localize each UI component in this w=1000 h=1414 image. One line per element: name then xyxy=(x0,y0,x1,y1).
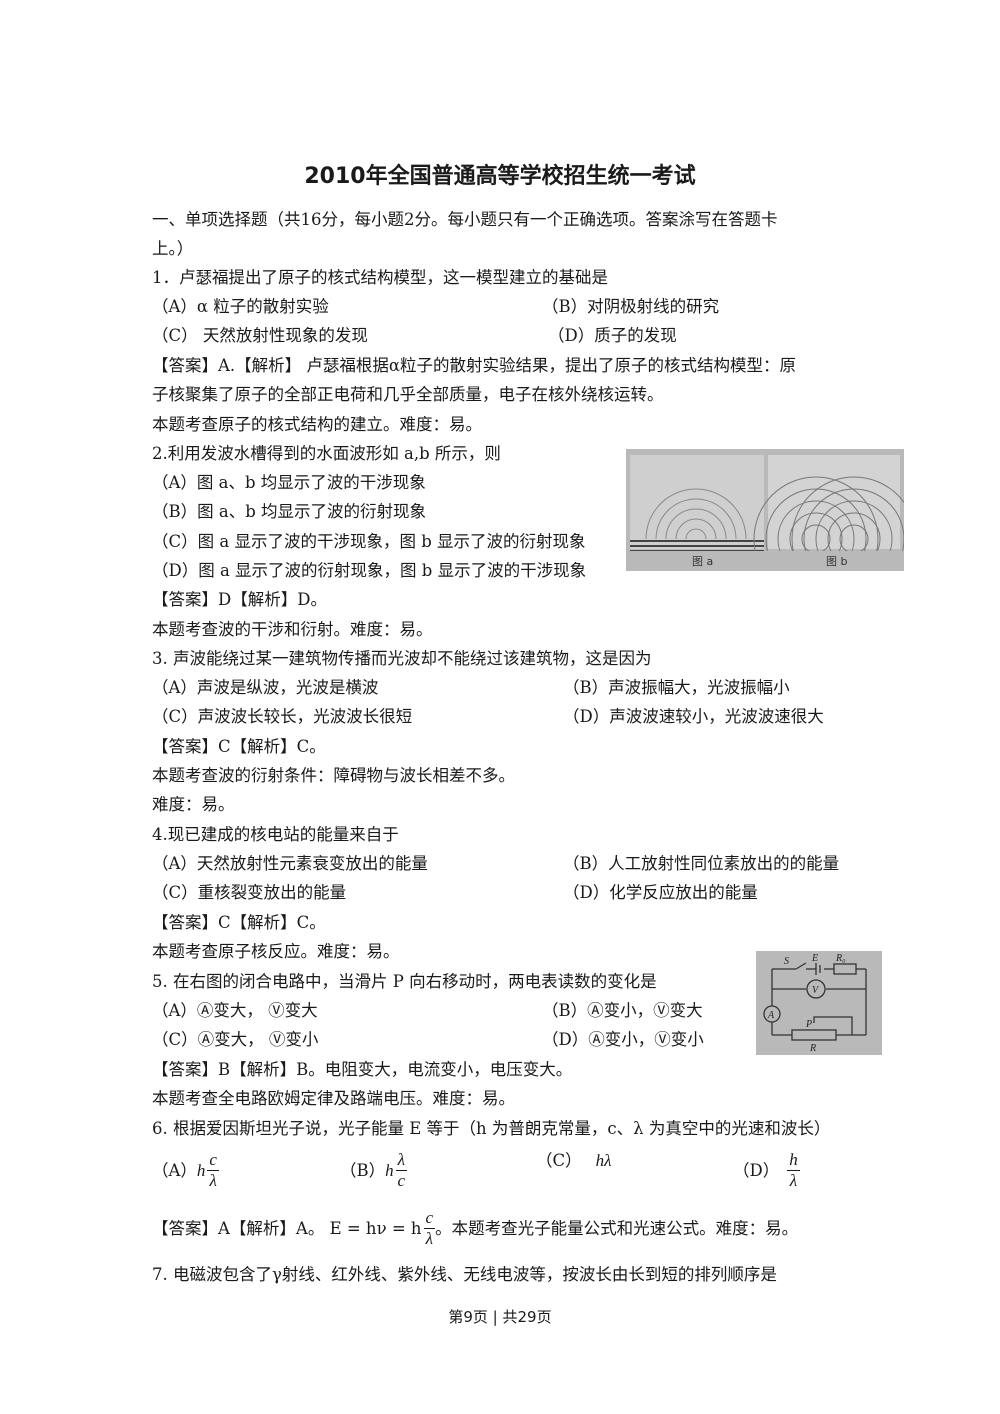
q1-note: 本题考查原子的核式结构的建立。难度：易。 xyxy=(152,415,482,434)
q2-option-a: （A）图 a、b 均显示了波的干涉现象 xyxy=(152,473,426,492)
q1-stem: 1．卢瑟福提出了原子的核式结构模型，这一模型建立的基础是 xyxy=(152,268,608,287)
wave-panel-b xyxy=(768,455,900,549)
resistor-r0 xyxy=(833,963,857,975)
q5-note: 本题考查全电路欧姆定律及路端电压。难度：易。 xyxy=(152,1089,515,1108)
q3-option-d: （D）声波波速较小，光波波速很大 xyxy=(563,707,824,726)
page-title: 2010年全国普通高等学校招生统一考试 xyxy=(304,164,696,189)
q2-note: 本题考查波的干涉和衍射。难度：易。 xyxy=(152,620,433,639)
q6-option-b-fraction: λ c xyxy=(395,1150,408,1190)
q1-answer-line1: 【答案】A.【解析】 卢瑟福根据α粒子的散射实验结果，提出了原子的核式结构模型：… xyxy=(152,356,797,375)
q4-option-a: （A）天然放射性元素衰变放出的能量 xyxy=(152,854,428,873)
circuit-figure: S E R₀ V A P R xyxy=(756,951,882,1055)
label-a: A xyxy=(767,1010,775,1021)
q1-option-d: （D）质子的发现 xyxy=(548,326,677,345)
q4-answer: 【答案】C【解析】C。 xyxy=(152,913,326,932)
label-v: V xyxy=(812,985,820,996)
q4-note: 本题考查原子核反应。难度：易。 xyxy=(152,942,400,961)
q5-option-c: （C）Ⓐ变大， Ⓥ变小 xyxy=(152,1030,319,1049)
wave-figure: 图 a 图 b xyxy=(626,449,917,602)
q3-stem: 3. 声波能绕过某一建筑物传播而光波却不能绕过该建筑物，这是因为 xyxy=(152,649,652,668)
q5-option-b: （B）Ⓐ变小，Ⓥ变大 xyxy=(542,1001,703,1020)
q2-option-c: （C）图 a 显示了波的干涉现象，图 b 显示了波的衍射现象 xyxy=(152,532,586,551)
q5-option-d: （D）Ⓐ变小，Ⓥ变小 xyxy=(542,1030,704,1049)
q2-stem: 2.利用发波水槽得到的水面波形如 a,b 所示，则 xyxy=(152,444,501,463)
section-heading-cont: 上。） xyxy=(152,239,194,258)
q4-stem: 4.现已建成的核电站的能量来自于 xyxy=(152,825,399,844)
wave-figure-svg: 图 a 图 b xyxy=(626,455,917,602)
q3-option-b: （B）声波振幅大，光波振幅小 xyxy=(563,678,790,697)
q6-option-b: （B） h λ c xyxy=(340,1150,408,1190)
circuit-wires xyxy=(771,962,867,1036)
q2-option-b: （B）图 a、b 均显示了波的衍射现象 xyxy=(152,502,427,521)
wave-a-arcs xyxy=(645,488,747,540)
q3-option-c: （C）声波波长较长，光波波长很短 xyxy=(152,707,413,726)
label-p: P xyxy=(805,1019,812,1030)
q1-option-a: （A）α 粒子的散射实验 xyxy=(152,297,329,316)
label-r: R xyxy=(809,1043,816,1054)
section-heading: 一、单项选择题（共16分，每小题2分。每小题只有一个正确选项。答案涂写在答题卡 xyxy=(152,210,778,229)
q5-option-a: （A）Ⓐ变大， Ⓥ变大 xyxy=(152,1001,318,1020)
q4-option-b: （B）人工放射性同位素放出的的能量 xyxy=(563,854,840,873)
q6-option-a: （A） h c λ xyxy=(152,1150,219,1190)
q4-option-d: （D）化学反应放出的能量 xyxy=(563,883,758,902)
q6-answer: 【答案】A【解析】A。 E = hν = h c λ 。本题考查光子能量公式和光… xyxy=(152,1208,799,1248)
q3-note: 本题考查波的衍射条件：障碍物与波长相差不多。 xyxy=(152,766,515,785)
q6-option-c: （C） hλ xyxy=(536,1151,612,1170)
wave-caption-strip xyxy=(626,551,904,571)
q6-stem: 6. 根据爱因斯坦光子说，光子能量 E 等于（h 为普朗克常量，c、λ 为真空中… xyxy=(152,1119,831,1138)
q3-option-a: （A）声波是纵波，光波是横波 xyxy=(152,678,379,697)
q3-note2: 难度：易。 xyxy=(152,795,235,814)
circuit-svg: S E R₀ V A P R xyxy=(763,953,867,1054)
wave-panel-a xyxy=(630,455,764,549)
q3-answer: 【答案】C【解析】C。 xyxy=(152,737,326,756)
q5-answer: 【答案】B【解析】B。电阻变大，电流变小，电压变大。 xyxy=(152,1060,573,1079)
q4-option-c: （C）重核裂变放出的能量 xyxy=(152,883,347,902)
q7-stem: 7. 电磁波包含了γ射线、红外线、紫外线、无线电波等，按波长由长到短的排列顺序是 xyxy=(152,1265,777,1284)
q1-option-c: （C） 天然放射性现象的发现 xyxy=(152,326,368,345)
rheostat-r xyxy=(791,1029,837,1041)
q6-answer-fraction: c λ xyxy=(423,1208,436,1248)
label-e: E xyxy=(811,953,818,964)
voltmeter-icon xyxy=(806,979,826,999)
wave-b-rings xyxy=(753,476,917,602)
page-footer: 第9页 | 共29页 xyxy=(448,1308,552,1326)
fig-a-label: 图 a xyxy=(692,555,713,568)
q5-stem: 5. 在右图的闭合电路中，当滑片 P 向右移动时，两电表读数的变化是 xyxy=(152,972,657,991)
q6-option-a-fraction: c λ xyxy=(207,1150,219,1190)
q2-option-d: （D）图 a 显示了波的衍射现象，图 b 显示了波的干涉现象 xyxy=(152,561,587,580)
ammeter-icon xyxy=(763,1005,781,1023)
label-s: S xyxy=(784,956,789,967)
q1-option-b: （B）对阴极射线的研究 xyxy=(542,297,720,316)
q6-option-d-fraction: h λ xyxy=(787,1150,800,1190)
q6-option-d: （D） h λ xyxy=(733,1150,800,1190)
q2-answer: 【答案】D【解析】D。 xyxy=(152,590,327,609)
fig-b-label: 图 b xyxy=(826,555,847,568)
q1-answer-line2: 子核聚集了原子的全部正电荷和几乎全部质量，电子在核外绕核运转。 xyxy=(152,385,664,404)
label-r0: R₀ xyxy=(835,953,846,964)
